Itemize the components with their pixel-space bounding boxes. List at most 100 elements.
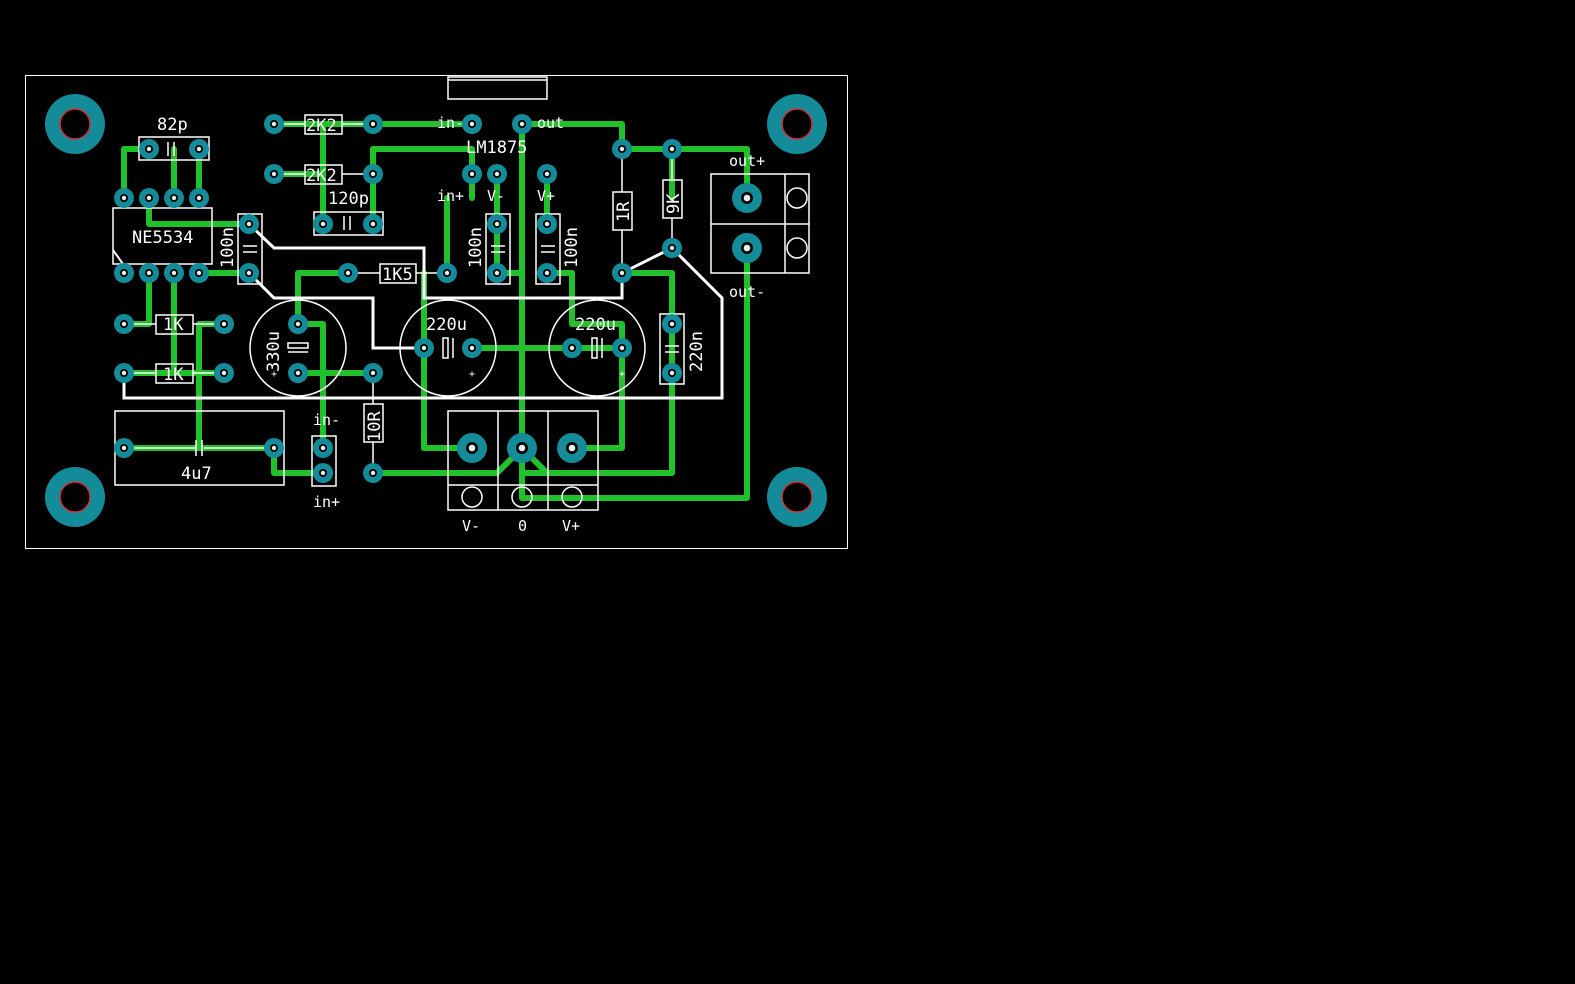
label-pin-out: out [537,114,564,132]
pad [612,139,632,159]
mounting-hole-br [767,467,827,527]
pad [114,314,134,334]
label-2k2-b: 2K2 [306,166,337,186]
pad [363,463,383,483]
pad [537,263,557,283]
pads [114,114,762,483]
label-2k2-a: 2K2 [306,116,337,136]
pad [462,114,482,134]
label-pin-v-plus: V+ [537,187,555,205]
pad [462,164,482,184]
label-120p: 120p [328,189,369,209]
pad [457,433,487,463]
label-100n-c: 100n [562,227,582,268]
pad [363,164,383,184]
pad [507,433,537,463]
pad [288,363,308,383]
label-1k5: 1K5 [382,265,413,285]
label-lm1875: LM1875 [466,138,527,158]
board-outline [25,75,848,549]
pad [557,433,587,463]
pad [414,338,434,358]
plus-sign-b: + [469,369,475,380]
label-input-in-plus: in+ [313,493,340,511]
label-82p: 82p [157,115,188,135]
pad [612,338,632,358]
pad [732,233,762,263]
label-input-in-minus: in- [313,411,340,429]
mounting-hole-tl [45,94,105,154]
mounting-hole-bl [45,467,105,527]
pad [288,314,308,334]
plus-sign-a: + [271,369,277,380]
pad [487,263,507,283]
label-ne5534: NE5534 [132,228,193,248]
label-out-plus: out+ [729,152,765,170]
pad [189,263,209,283]
pad [239,263,259,283]
pad [512,114,532,134]
label-pin-in-minus: in- [437,114,464,132]
label-220u-b: 220u [575,315,616,335]
label-220n: 220n [687,331,707,372]
pad [264,114,284,134]
pad [114,263,134,283]
plus-sign-c: + [619,369,625,380]
label-pin-v-minus: V- [487,187,505,205]
pad [239,214,259,234]
label-330u: 330u [264,331,284,372]
pad [139,139,159,159]
pad [487,214,507,234]
label-1r: 1R [614,201,634,222]
pad [363,363,383,383]
label-pin-in-plus: in+ [437,187,464,205]
label-100n-b: 100n [466,227,486,268]
label-psu-zero: 0 [518,517,527,535]
pad [189,188,209,208]
pad [114,188,134,208]
pad [537,214,557,234]
silkscreen [112,76,810,511]
pad [264,438,284,458]
pad [662,363,682,383]
pad [164,188,184,208]
pad [264,164,284,184]
label-1k-a: 1K [163,315,184,335]
pad [437,263,457,283]
pad [214,314,234,334]
pad [612,263,632,283]
pad [114,363,134,383]
pad [338,263,358,283]
pad [562,338,582,358]
label-220u-a: 220u [426,315,467,335]
pad [662,139,682,159]
pad [363,114,383,134]
label-10r: 10R [365,411,385,442]
label-out-minus: out- [729,283,765,301]
label-100n-a: 100n [218,227,238,268]
label-psu-v-minus: V- [462,517,480,535]
pad [139,188,159,208]
pad [114,438,134,458]
label-4u7: 4u7 [181,464,212,484]
pad [487,164,507,184]
pad [537,164,557,184]
pad [313,463,333,483]
pad [164,263,184,283]
label-9k: 9K [664,193,684,214]
pad [363,214,383,234]
pad [313,438,333,458]
label-1k-b: 1K [163,365,184,385]
label-psu-v-plus: V+ [562,517,580,535]
pad [462,338,482,358]
pad [214,363,234,383]
mounting-holes [45,94,827,527]
pad [662,314,682,334]
pad [662,238,682,258]
pad [189,139,209,159]
pad [313,214,333,234]
pad [732,183,762,213]
pad [139,263,159,283]
mounting-hole-tr [767,94,827,154]
